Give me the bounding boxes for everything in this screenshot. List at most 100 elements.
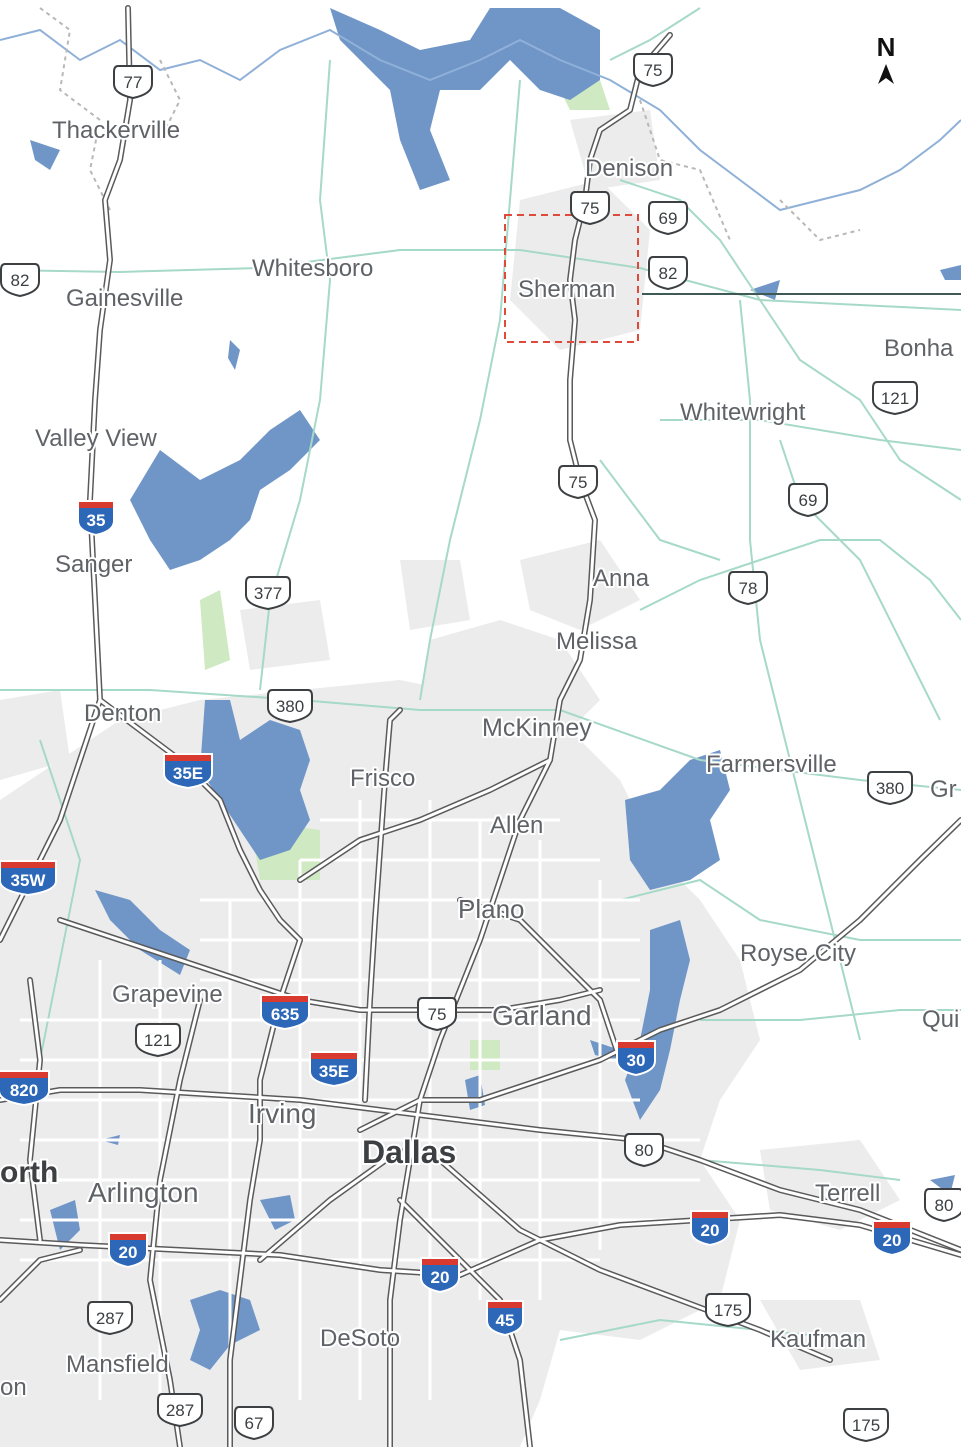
us-shield-label: 175 [714,1301,742,1320]
water-bodies [30,8,961,1370]
us-shield-us380-denton[interactable]: 380 [267,689,313,724]
us-shield-us121-grapevine[interactable]: 121 [135,1023,181,1058]
city-label-arlington[interactable]: Arlington [86,1175,201,1210]
city-label-burleson[interactable]: on [0,1372,29,1403]
us-shield-us175-kaufman[interactable]: 175 [843,1408,889,1443]
us-shield-label: 67 [245,1414,264,1433]
county-lines [39,7,861,242]
interstate-shield-i35e-irving[interactable]: 35E [309,1051,359,1088]
compass-north-label: N [877,32,896,62]
city-label-farmersville[interactable]: Farmersville [704,749,839,780]
us-shield-us78[interactable]: 78 [728,571,768,606]
city-label-denison[interactable]: Denison [583,153,675,184]
us-shield-us75-mid[interactable]: 75 [558,465,598,500]
us-shield-label: 377 [254,584,282,603]
city-label-allen[interactable]: Allen [488,810,545,841]
us-shield-label: 121 [881,389,909,408]
city-label-kaufman[interactable]: Kaufman [768,1324,868,1355]
city-label-fort-worth[interactable]: orth [0,1154,60,1191]
city-label-dallas[interactable]: Dallas [360,1132,458,1172]
us-shield-us75-north[interactable]: 75 [633,53,673,88]
interstate-shield-label: 45 [496,1311,515,1330]
city-label-grapevine[interactable]: Grapevine [110,979,225,1010]
us-shield-us287-arlington[interactable]: 287 [87,1301,133,1336]
city-label-desoto[interactable]: DeSoto [318,1323,402,1354]
interstate-shield-label: 20 [701,1221,720,1240]
us-shield-us82-sherman[interactable]: 82 [648,256,688,291]
us-shield-label: 82 [11,271,30,290]
us-shield-label: 75 [569,473,588,492]
interstate-shield-i820[interactable]: 820 [0,1070,50,1107]
city-label-quinlan[interactable]: Qui [920,1004,961,1035]
interstate-shields: 35 35E 35W 635 35E 30 820 20 20 20 20 45 [0,500,912,1337]
us-shield-label: 80 [635,1141,654,1160]
city-label-greenville[interactable]: Gr [928,774,959,805]
city-label-whitewright[interactable]: Whitewright [678,397,808,428]
us-shield-us380-greenville[interactable]: 380 [867,771,913,806]
us-shield-label: 287 [166,1401,194,1420]
city-label-mansfield[interactable]: Mansfield [64,1349,171,1380]
city-label-anna[interactable]: Anna [591,563,652,594]
interstate-shield-i35e-denton[interactable]: 35E [163,753,213,790]
lake-ray-roberts [130,410,320,570]
city-label-sanger[interactable]: Sanger [53,549,134,580]
us-shield-us75-denison[interactable]: 75 [570,191,610,226]
city-label-garland[interactable]: Garland [490,998,594,1033]
city-label-denton[interactable]: Denton [82,698,163,729]
interstate-shield-label: 20 [119,1243,138,1262]
us-shield-us77[interactable]: 77 [113,65,153,100]
interstate-shield-label: 35E [173,764,203,783]
us-shield-us67[interactable]: 67 [234,1406,274,1441]
city-label-bonham[interactable]: Bonha [882,333,956,364]
interstate-shield-label: 35E [319,1062,349,1081]
city-label-melissa[interactable]: Melissa [554,626,640,657]
us-shield-label: 69 [659,209,678,228]
us-shield-us69-mid[interactable]: 69 [788,483,828,518]
us-shield-us75-dallas[interactable]: 75 [417,997,457,1032]
us-shield-label: 175 [852,1416,880,1435]
city-label-terrell[interactable]: Terrell [813,1178,882,1209]
interstate-shield-i35[interactable]: 35 [77,500,115,537]
interstate-shield-i35w[interactable]: 35W [0,860,57,897]
us-shield-label: 287 [96,1309,124,1328]
lake-texoma [330,8,600,190]
city-label-plano[interactable]: Plano [456,892,527,926]
interstate-shield-label: 35W [11,871,47,890]
city-label-mckinney[interactable]: McKinney [480,712,594,744]
us-shield-us287-mansfield[interactable]: 287 [157,1393,203,1428]
interstate-shield-label: 35 [87,511,106,530]
city-label-irving[interactable]: Irving [246,1096,318,1131]
city-label-thackerville[interactable]: Thackerville [50,115,182,146]
us-shield-us82-west[interactable]: 82 [0,263,40,298]
interstate-shield-i635[interactable]: 635 [260,994,310,1031]
interstate-shield-i30[interactable]: 30 [616,1040,656,1077]
us-shield-us377[interactable]: 377 [245,576,291,611]
us-shield-us69-denison[interactable]: 69 [648,201,688,236]
north-arrow-icon [878,64,894,84]
us-shield-label: 75 [644,61,663,80]
interstate-shield-i20-terrell[interactable]: 20 [872,1220,912,1257]
interstate-shield-i20-dallas[interactable]: 20 [420,1257,460,1294]
us-shield-label: 78 [739,579,758,598]
us-shield-label: 80 [935,1196,954,1215]
city-label-sherman[interactable]: Sherman [516,274,617,305]
lavon-lake [625,750,730,890]
us-shield-us175-dallas[interactable]: 175 [705,1293,751,1328]
city-label-royse-city[interactable]: Royse City [738,938,858,969]
us-shield-label: 75 [581,199,600,218]
interstate-shield-i45[interactable]: 45 [486,1300,524,1337]
city-label-frisco[interactable]: Frisco [348,763,417,794]
us-shield-label: 380 [876,779,904,798]
us-shield-us80-terrell[interactable]: 80 [924,1188,961,1223]
us-shield-us80-dallas[interactable]: 80 [624,1133,664,1168]
city-label-valley-view[interactable]: Valley View [33,423,160,454]
interstate-shield-i20-east[interactable]: 20 [690,1210,730,1247]
city-label-whitesboro[interactable]: Whitesboro [250,253,375,284]
us-shield-label: 121 [144,1031,172,1050]
interstate-shield-i20-arlington[interactable]: 20 [108,1232,148,1269]
us-shield-us121-whitewright[interactable]: 121 [872,381,918,416]
city-label-gainesville[interactable]: Gainesville [64,283,185,314]
interstate-shield-label: 20 [431,1268,450,1287]
